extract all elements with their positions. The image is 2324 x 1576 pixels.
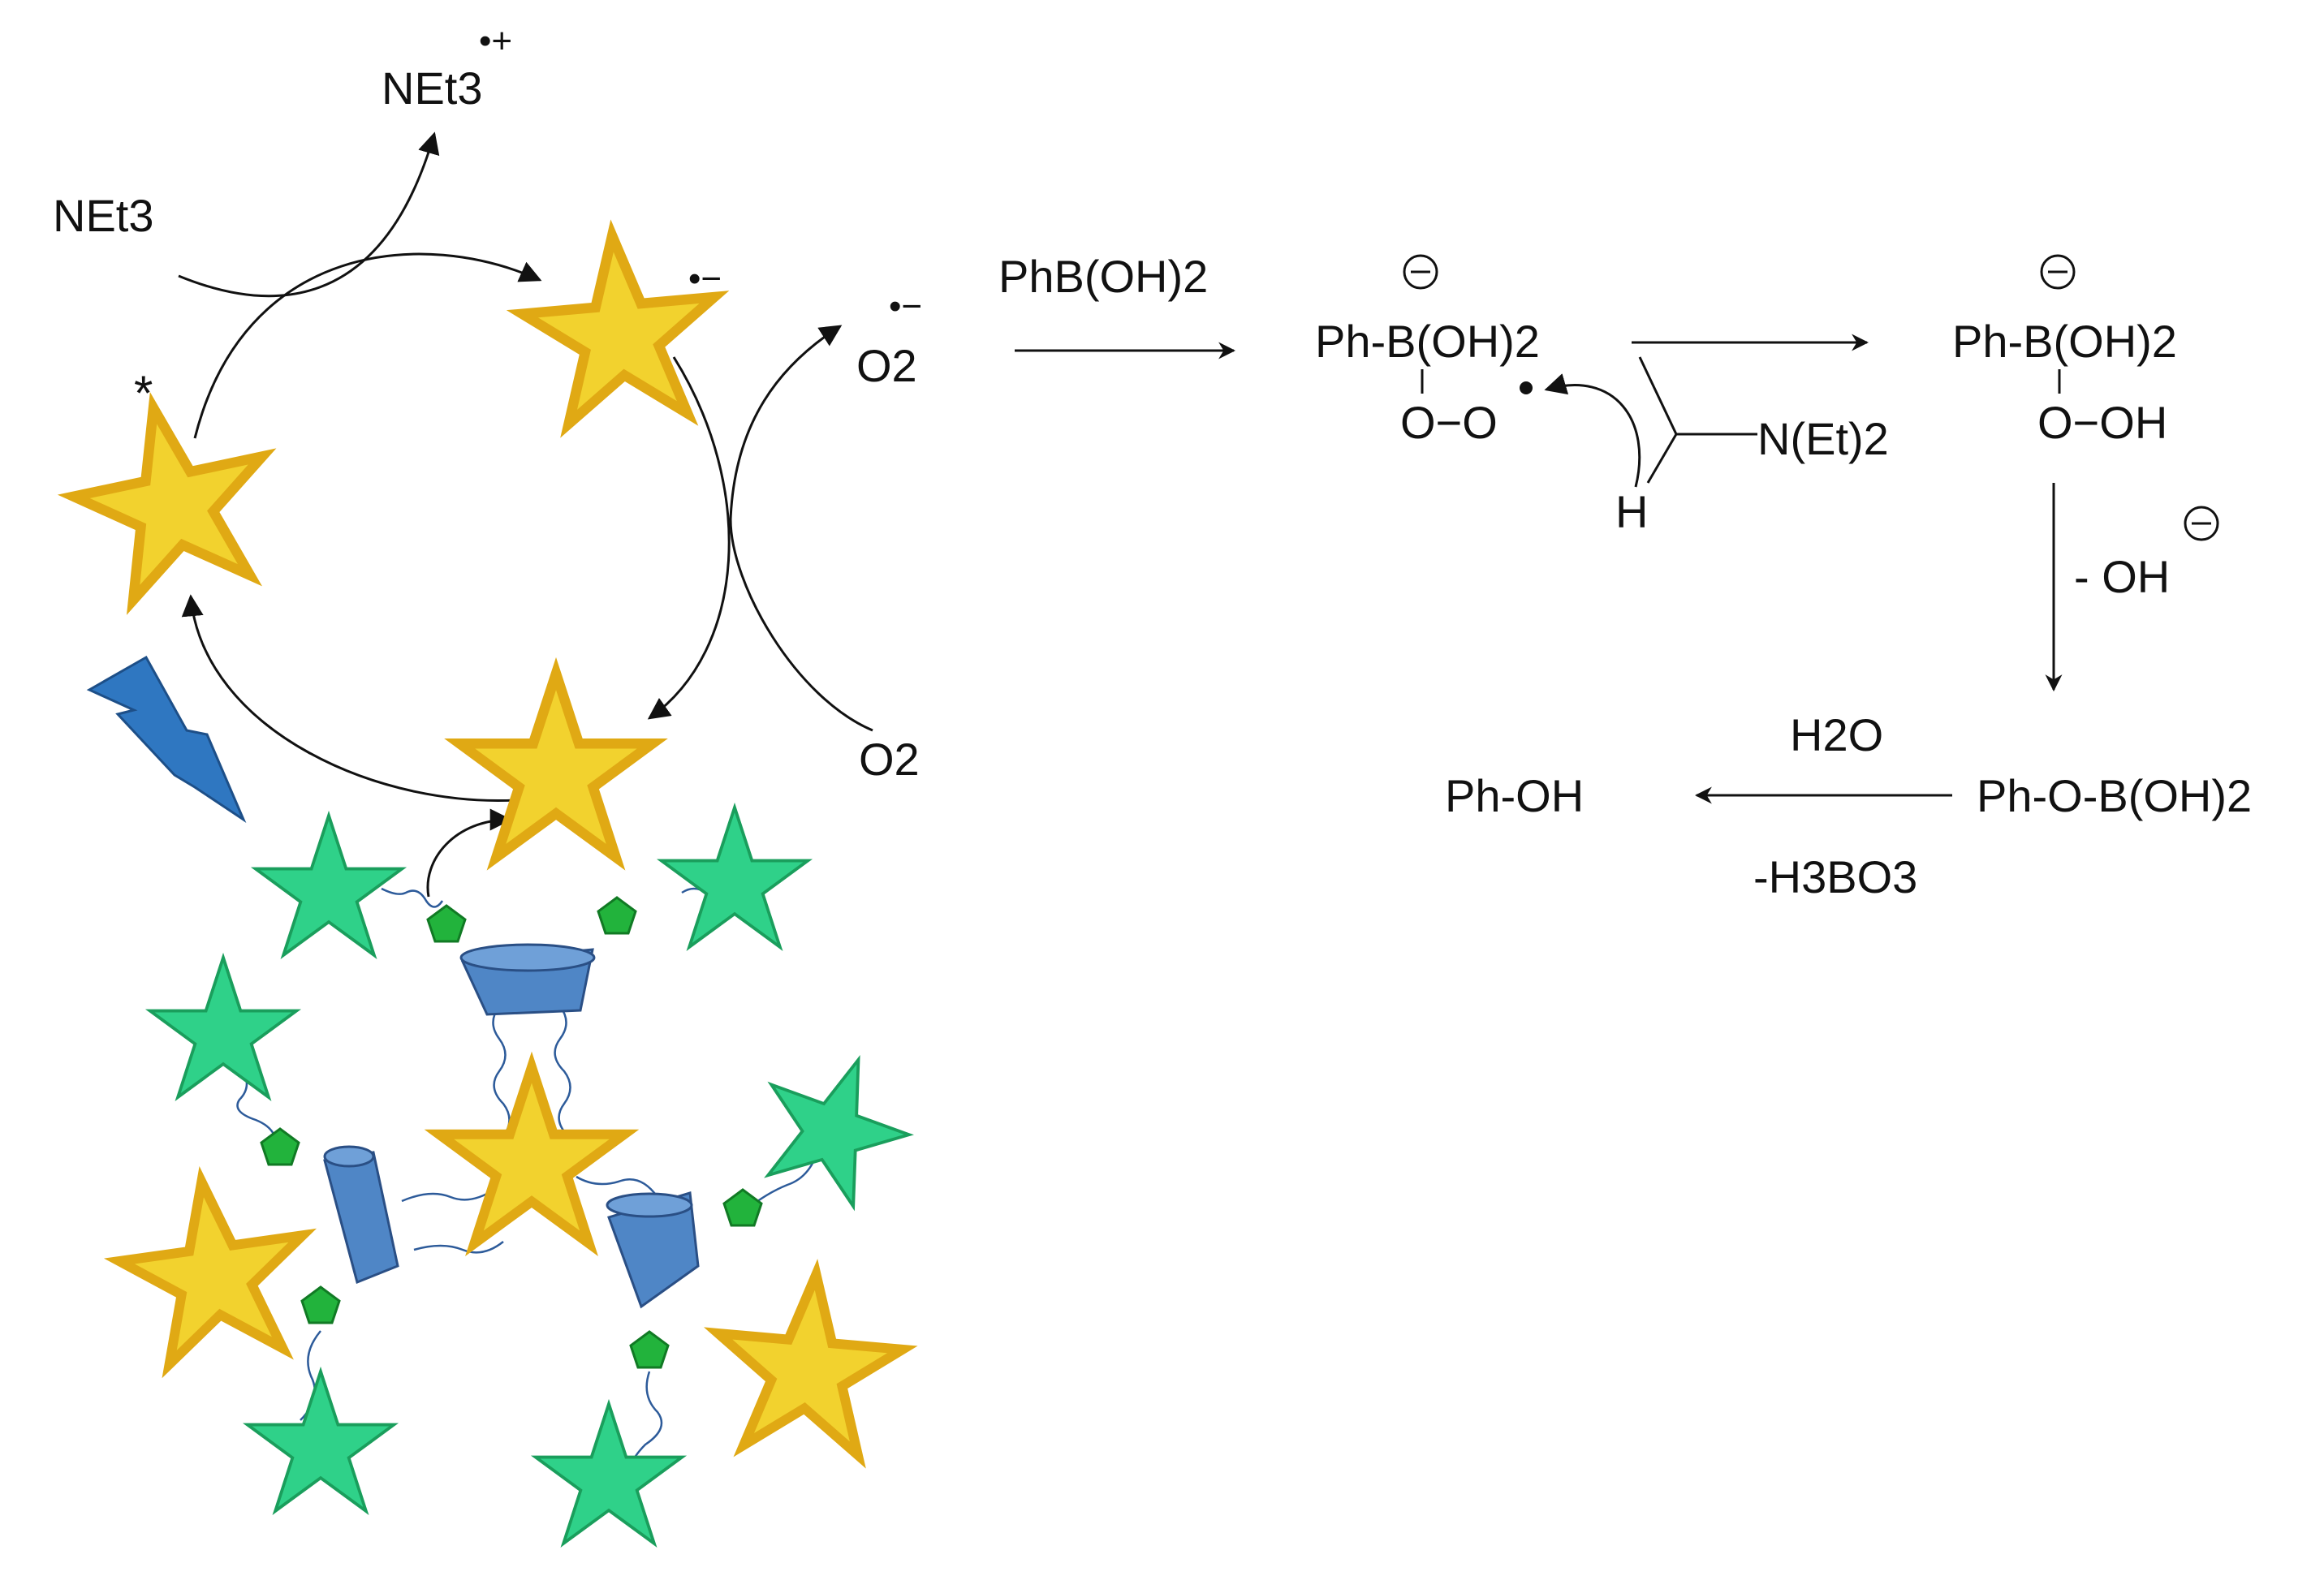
star-icon: [59, 388, 286, 608]
star-icon: [516, 227, 724, 427]
radical-cation-charge: •+: [479, 21, 512, 61]
donor-label: NEt3: [53, 190, 154, 241]
intermediate-2-bottom: O−OH: [2037, 397, 2167, 448]
oxygen-label: O2: [859, 734, 920, 785]
boric-acid-label: -H3BO3: [1753, 851, 1917, 902]
assembly-linkers: [236, 887, 821, 1470]
negative-charge-icon: [2184, 506, 2219, 541]
intermediate-1-top: Ph-B(OH)2: [1315, 316, 1540, 367]
star-icon: [459, 674, 653, 857]
peroxy-radical-intermediate: Ph-B(OH)2 O−O: [1315, 254, 1540, 448]
hydroperoxide-intermediate: Ph-B(OH)2 O−OH: [1952, 254, 2177, 448]
hydroxide-loss-label: - OH: [2074, 551, 2170, 602]
radical-anion-charge: •−: [688, 259, 722, 299]
macrocycle-icon: [459, 943, 596, 1016]
intermediate-1-bottom: O−O: [1400, 397, 1498, 448]
superoxide-charge: •−: [889, 286, 922, 326]
water-label: H2O: [1790, 709, 1883, 760]
phenylboronic-acid-label: PhB(OH)2: [998, 251, 1208, 302]
negative-charge-icon: [1403, 254, 1438, 290]
amine-label: N(Et)2: [1757, 413, 1889, 464]
borate-ester-label: Ph-O-B(OH)2: [1977, 770, 2252, 821]
macrocycle-icon: [323, 1145, 399, 1285]
phenol-product-label: Ph-OH: [1445, 770, 1584, 821]
hydrogen-label: H: [1615, 486, 1648, 537]
cycle-arrows: [178, 131, 873, 898]
lightning-icon: [86, 655, 247, 824]
radical-dot: [1520, 381, 1533, 394]
donor-radical-cation-label: NEt3: [382, 62, 483, 114]
amine-fragment: [1544, 356, 1757, 488]
intermediate-2-top: Ph-B(OH)2: [1952, 316, 2177, 367]
macrocycle-icon: [606, 1191, 700, 1309]
star-icon: [110, 1067, 908, 1458]
negative-charge-icon: [2040, 254, 2076, 290]
excited-state-mark: *: [134, 366, 153, 420]
superoxide-label: O2: [856, 340, 917, 391]
